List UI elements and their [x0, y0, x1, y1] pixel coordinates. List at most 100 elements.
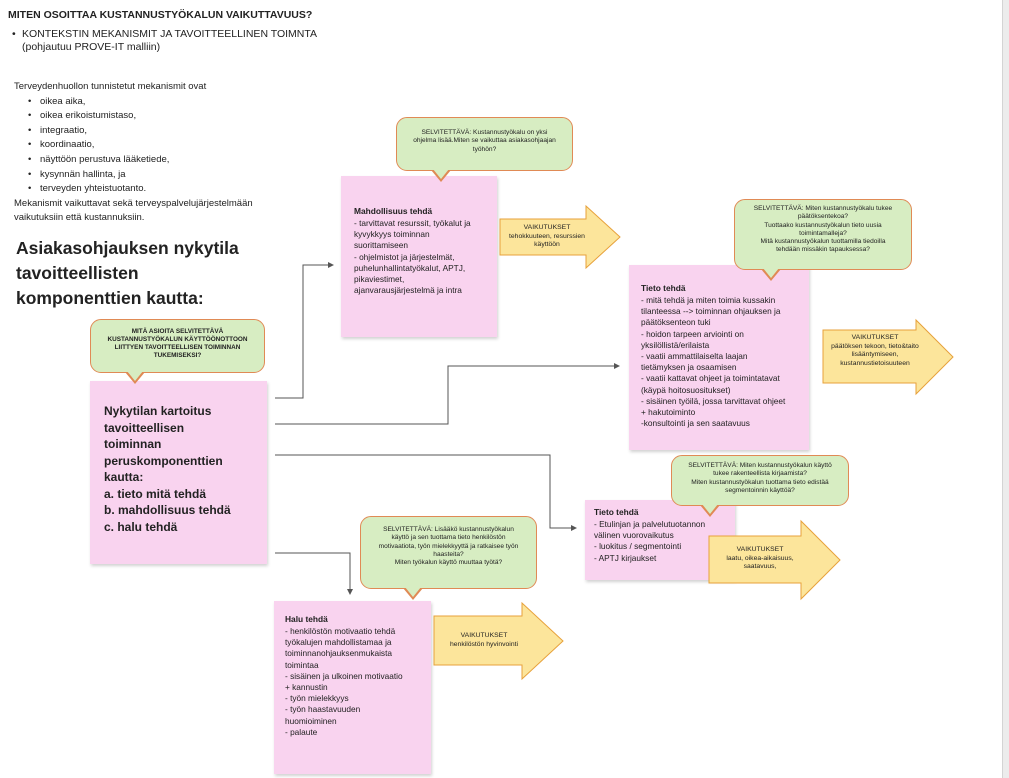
- bubble-line: SELVITETTÄVÄ: Lisääkö kustannustyökalun: [383, 526, 514, 533]
- halu-note[interactable]: Halu tehdä - henkilöstön motivaatio tehd…: [274, 601, 431, 774]
- effect-heading: VAIKUTUKSET: [460, 632, 508, 639]
- note-line: - luokitus / segmentointi: [594, 541, 682, 552]
- bubble-line: MITÄ ASIOITA SELVITETTÄVÄ: [131, 328, 224, 335]
- mahdollisuus-question-bubble[interactable]: SELVITETTÄVÄ: Kustannustyökalu on yksi o…: [396, 117, 573, 182]
- mahdollisuus-text: Mahdollisuus tehdä - tarvittavat resurss…: [354, 206, 471, 296]
- subtitle-line-2: (pohjautuu PROVE-IT malliin): [22, 41, 161, 53]
- bubble-line: KUSTANNUSTYÖKALUN KÄYTTÖÖNOTTOON: [107, 336, 248, 343]
- note-heading: Halu tehdä: [285, 614, 328, 624]
- list-item: oikea aika,: [28, 95, 253, 110]
- tieto-note-1[interactable]: Tieto tehdä - mitä tehdä ja miten toimia…: [629, 265, 809, 450]
- bubble-line: työhön?: [472, 145, 497, 153]
- effect-line: saatavuus,: [743, 563, 777, 570]
- main-heading-line: Asiakasohjauksen nykytila: [16, 238, 239, 258]
- bubble-line: käyttö ja sen tuottama tieto henkilöstön: [391, 534, 506, 542]
- main-note-line: b. mahdollisuus tehdä: [104, 503, 231, 517]
- list-item: terveyden yhteistuotanto.: [28, 182, 253, 197]
- effect-text-mahdollisuus: VAIKUTUKSET tehokkuuteen, resurssien käy…: [500, 224, 594, 250]
- note-line: välinen vuorovaikutus: [594, 530, 674, 541]
- note-line: työkalujen mahdollistamaa ja: [285, 637, 392, 648]
- connector-to-tieto1: [275, 363, 620, 425]
- effect-heading: VAIKUTUKSET: [736, 546, 784, 553]
- note-line: tilanteessa --> toiminnan ohjauksen ja: [641, 306, 781, 317]
- connector-to-mahdollisuus: [275, 262, 334, 399]
- main-note-line: toiminnan: [104, 437, 162, 451]
- effect-text-tieto1: VAIKUTUKSET päätöksen tekoon, tieto&tait…: [822, 334, 928, 368]
- note-line: - vaatii kattavat ohjeet ja toimintatava…: [641, 373, 780, 384]
- note-heading: Mahdollisuus tehdä: [354, 206, 433, 216]
- bubble-tail-icon: [125, 371, 145, 384]
- bubble-tail-icon: [431, 169, 451, 182]
- main-note-line: c. halu tehdä: [104, 519, 178, 534]
- tieto-2-text: Tieto tehdä - Etulinjan ja palvelutuotan…: [594, 507, 705, 564]
- note-line: - ohjelmistot ja järjestelmät,: [354, 251, 455, 262]
- bubble-line: ohjelma lisää.Miten se vaikuttaa asiakas…: [413, 137, 556, 145]
- note-line: päätöksenteon tuki: [641, 317, 711, 328]
- note-heading: Tieto tehdä: [641, 283, 686, 293]
- note-line: - työn haastavuuden: [285, 704, 361, 715]
- note-line: pikaviestimet,: [354, 274, 405, 285]
- main-heading-line: tavoitteellisten: [16, 263, 139, 283]
- subtitle: • KONTEKSTIN MEKANISMIT JA TAVOITTEELLIN…: [12, 28, 318, 54]
- bubble-line: toimintamalleja?: [799, 229, 847, 237]
- main-note-line: a. tieto mitä tehdä: [104, 486, 207, 501]
- mahdollisuus-note[interactable]: Mahdollisuus tehdä - tarvittavat resurss…: [341, 176, 497, 337]
- intro-tail-2: vaikutuksiin että kustannuksiin.: [14, 212, 145, 224]
- effect-arrow-mahdollisuus: [499, 204, 621, 270]
- intro-tail-1: Mekanismit vaikuttavat sekä terveyspalve…: [14, 197, 253, 209]
- list-item: integraatio,: [28, 124, 253, 139]
- main-question-bubble[interactable]: MITÄ ASIOITA SELVITETTÄVÄ KUSTANNUSTYÖKA…: [90, 319, 265, 384]
- halu-question-bubble[interactable]: SELVITETTÄVÄ: Lisääkö kustannustyökalun …: [360, 516, 537, 600]
- note-heading: Tieto tehdä: [594, 507, 639, 517]
- main-note-line: peruskomponenttien: [104, 453, 223, 468]
- effect-heading: VAIKUTUKSET: [523, 224, 571, 231]
- page-title: MITEN OSOITTAA KUSTANNUSTYÖKALUN VAIKUTT…: [8, 9, 313, 21]
- tieto-1-question-bubble[interactable]: SELVITETTÄVÄ: Miten kustannustyökalu tuk…: [734, 199, 912, 281]
- note-line: (käypä hoitosuositukset): [641, 384, 731, 395]
- tieto-1-text: Tieto tehdä - mitä tehdä ja miten toimia…: [641, 283, 785, 429]
- list-item: näyttöön perustuva lääketiede,: [28, 153, 253, 168]
- note-line: - sisäinen ja ulkoinen motivaatio: [285, 670, 403, 681]
- main-heading-line: komponenttien kautta:: [16, 288, 204, 308]
- bubble-line: SELVITETTÄVÄ: Miten kustannustyökalun kä…: [688, 462, 832, 469]
- bubble-line: tukee rakenteellista kirjaamista?: [713, 470, 807, 478]
- bubble-tail-icon: [700, 504, 720, 517]
- subtitle-line-1: KONTEKSTIN MEKANISMIT JA TAVOITTEELLINEN…: [22, 28, 318, 40]
- main-note-line: tavoitteellisen: [104, 420, 185, 435]
- bubble-line: Mitä kustannustyökalun tuottamilla tiedo…: [760, 238, 886, 246]
- note-line: - sisäinen työilä, jossa tarvittavat ohj…: [641, 395, 786, 406]
- bubble-line: LIITTYEN TAVOITTEELLISEN TOIMINNAN: [114, 344, 241, 351]
- note-line: suorittamiseen: [354, 240, 408, 251]
- effect-arrow-halu: [433, 601, 564, 681]
- note-line: - palaute: [285, 726, 318, 737]
- note-line: - mitä tehdä ja miten toimia kussakin: [641, 295, 776, 305]
- bubble-line: segmentoinnin käyttöä?: [725, 486, 795, 494]
- main-note-line: Nykytilan kartoitus: [104, 404, 212, 418]
- halu-text: Halu tehdä - henkilöstön motivaatio tehd…: [285, 614, 403, 738]
- effect-line: käyttöön: [534, 241, 560, 248]
- main-note[interactable]: Nykytilan kartoitus tavoitteellisen toim…: [90, 381, 267, 564]
- bullet-icon: •: [12, 28, 16, 40]
- bubble-line: Miten työkalun käyttö muuttaa työtä?: [394, 559, 503, 567]
- note-line: - vaatii ammattilaiselta laajan: [641, 351, 748, 362]
- mechanism-list: oikea aika, oikea erikoistumistaso, inte…: [14, 95, 253, 197]
- effect-line: lisääntymiseen,: [851, 351, 899, 358]
- note-line: - tarvittavat resurssit, työkalut ja: [354, 218, 471, 228]
- note-line: + haku­toiminto: [641, 407, 696, 418]
- note-line: puhelunhallintatyökalut, APTJ,: [354, 262, 466, 273]
- note-line: yksilöllistä/erilaista: [641, 339, 710, 350]
- effect-arrow-tieto1: [822, 318, 954, 396]
- tieto-2-question-bubble[interactable]: SELVITETTÄVÄ: Miten kustannustyökalun kä…: [671, 455, 849, 517]
- intro-lead: Terveydenhuollon tunnistetut mekanismit …: [14, 81, 207, 92]
- effect-line: laatu, oikea-aikaisuus,: [726, 554, 794, 562]
- bubble-line: Tuottaako kustannustyökalun tieto uusia: [764, 221, 882, 229]
- effect-text-tieto2: VAIKUTUKSET laatu, oikea-aikaisuus, saat…: [712, 546, 808, 572]
- bubble-tail-icon: [761, 268, 781, 281]
- main-note-text: Nykytilan kartoitus tavoitteellisen toim…: [104, 403, 231, 535]
- bubble-line: TUKEMISEKSI?: [153, 352, 202, 359]
- effect-text-halu: VAIKUTUKSET henkilöstön hyvinvointi: [436, 632, 532, 649]
- connector-to-tieto2: [275, 454, 577, 531]
- note-line: - APTJ kirjaukset: [594, 552, 657, 563]
- list-item: koordinaatio,: [28, 138, 253, 153]
- right-edge-scrollbar[interactable]: [1002, 0, 1009, 778]
